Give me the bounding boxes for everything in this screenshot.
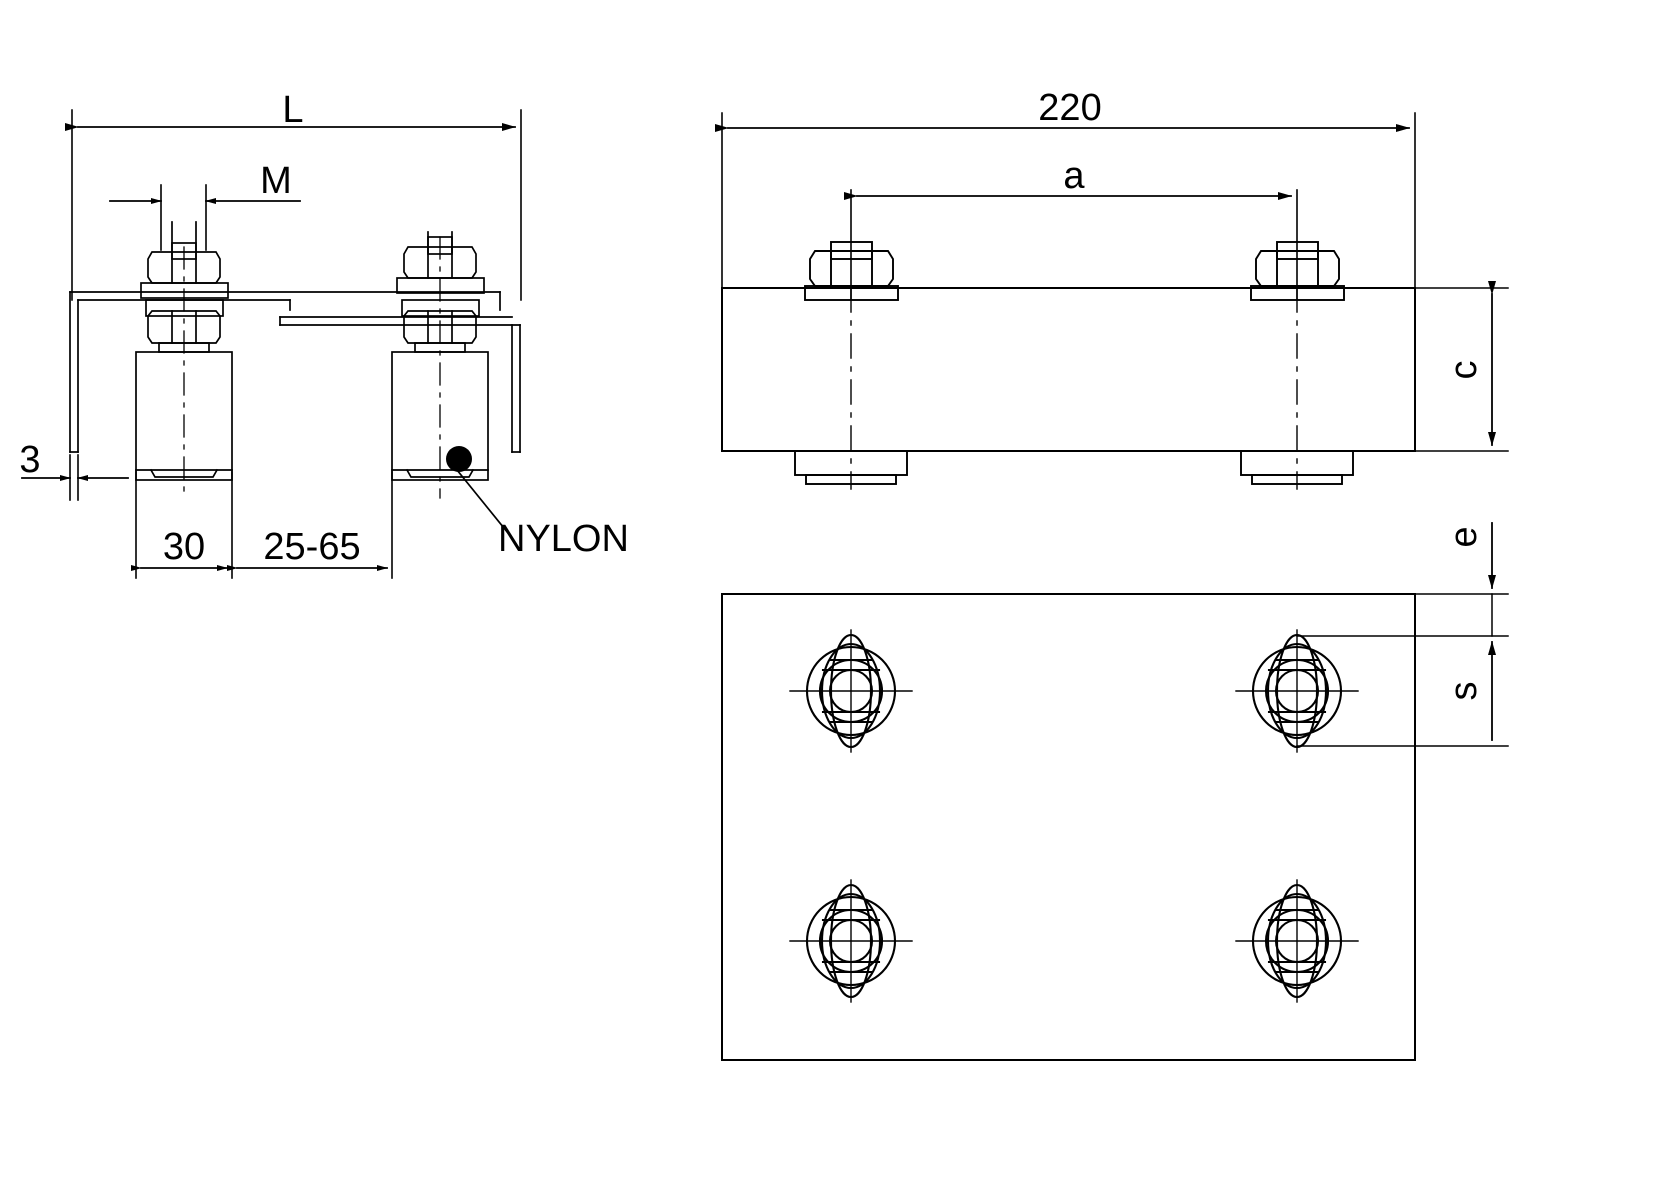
bolt-plan-top-left: [789, 629, 913, 753]
body-plate-front: [721, 287, 1416, 452]
roller-assembly-right: [391, 231, 510, 535]
view-front-left: [21, 109, 522, 579]
dimension-220: [715, 112, 1416, 301]
dimension-M: [109, 184, 301, 251]
label-nylon: NYLON: [498, 518, 629, 560]
dimension-L: [65, 109, 522, 301]
view-plan-bottom-right: [721, 522, 1509, 1061]
label-M: M: [260, 160, 292, 202]
bolt-plan-bottom-right: [1235, 879, 1359, 1003]
hanger-rail-profile: [69, 291, 521, 453]
dimension-3: [21, 454, 129, 501]
dimension-s: [1414, 593, 1509, 747]
label-e: e: [1443, 526, 1485, 547]
label-L: L: [282, 89, 303, 131]
label-3: 3: [19, 439, 40, 481]
view-front-right: [715, 112, 1509, 490]
dimension-30-and-25-65: [131, 471, 393, 579]
bolt-plan-bottom-left: [789, 879, 913, 1003]
label-a: a: [1063, 155, 1085, 197]
dimension-c: [1414, 281, 1509, 452]
label-s: s: [1443, 682, 1485, 701]
label-25-65: 25-65: [263, 526, 360, 568]
label-30: 30: [163, 526, 205, 568]
label-c: c: [1443, 361, 1485, 380]
nylon-marker-dot: [446, 446, 472, 472]
dimension-a: [844, 189, 1298, 301]
centerlines-front-right: [850, 287, 1298, 490]
plan-extension-lines: [1296, 635, 1416, 747]
bolt-plan-top-right: [1235, 629, 1359, 753]
label-220: 220: [1038, 87, 1101, 129]
roller-assembly-left: [135, 221, 233, 499]
